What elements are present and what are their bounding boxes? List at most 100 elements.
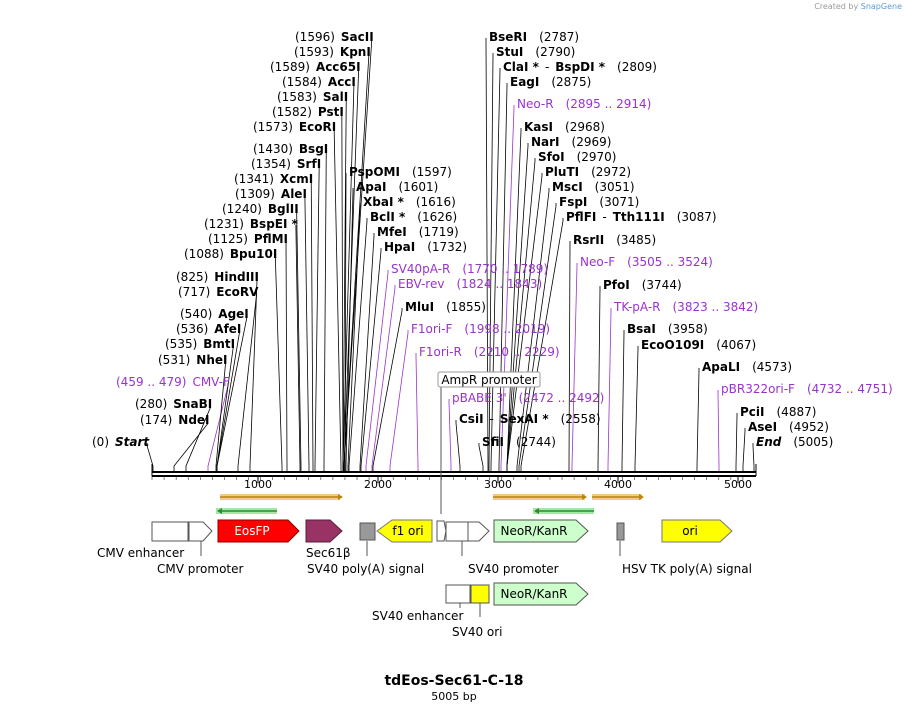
site-name: FspI — [559, 195, 587, 209]
plasmid-length: 5005 bp — [431, 690, 477, 703]
site-position: (2790) — [535, 45, 575, 59]
sv40-promoter-feature — [467, 521, 490, 542]
site-leader — [304, 195, 310, 471]
ori-label: ori — [682, 524, 698, 538]
site-position: (535) — [165, 337, 197, 351]
site-name: AseI — [748, 420, 777, 434]
ampr-promoter-feature: AmpR promoter — [436, 371, 541, 542]
site-label-f1orif: F1ori-F(1998 .. 2019) — [411, 322, 550, 336]
f1-ori-label: f1 ori — [392, 524, 423, 538]
site-name: BclI * — [370, 210, 406, 224]
site-label-agei: (540)AgeI — [180, 307, 249, 321]
site-leader — [478, 443, 484, 471]
site-leader — [323, 150, 327, 471]
site-name: PflMI — [254, 232, 288, 246]
site-leader-lines — [146, 38, 755, 471]
site-leader — [485, 38, 489, 471]
site-leader — [518, 203, 557, 471]
site-position: (1583) — [277, 90, 317, 104]
site-position: (1125) — [208, 232, 248, 246]
site-label-csii: CsiI-SexAI *(2558) — [459, 412, 601, 426]
site-dash: - — [490, 412, 494, 426]
site-position: (1341) — [234, 172, 274, 186]
site-dash: - — [602, 210, 606, 224]
site-label-eagi: EagI(2875) — [510, 75, 591, 89]
site-label-srfi: (1354)SrfI — [251, 157, 321, 171]
site-position: (1626) — [417, 210, 457, 224]
site-name: SV40pA-R — [391, 262, 450, 276]
site-position: (3071) — [599, 195, 639, 209]
site-position: (1593) — [294, 45, 334, 59]
sv40-polya-feature — [359, 522, 376, 541]
site-label-pcii: PciI(4887) — [740, 405, 816, 419]
ori-feature — [661, 519, 733, 543]
site-position: (4573) — [752, 360, 792, 374]
site-leader — [185, 405, 211, 471]
site-position: (825) — [176, 270, 208, 284]
sv40-enhancer-feature — [445, 584, 471, 604]
site-label-kpni: (1593)KpnI — [294, 45, 371, 59]
site-name: BsaI — [627, 322, 656, 336]
site-position: (2968) — [565, 120, 605, 134]
site-label-neof: Neo-F(3505 .. 3524) — [580, 255, 713, 269]
sv40-polya-label: SV40 poly(A) signal — [307, 562, 424, 576]
site-leader — [498, 83, 508, 471]
site-name: NarI — [531, 135, 560, 149]
site-position: (1584) — [282, 75, 322, 89]
site-name: BmtI — [203, 337, 235, 351]
site-name: Start — [115, 435, 150, 449]
site-name: NheI — [196, 353, 227, 367]
site-label-cmvf: (459 .. 479)CMV-F — [116, 375, 230, 389]
site-name: BspEI * — [250, 217, 299, 231]
site-label-sfoi: SfoI(2970) — [538, 150, 616, 164]
site-label-bpu10i: (1088)Bpu10I — [184, 247, 277, 261]
sv40-ori-feature-a — [445, 521, 469, 542]
site-name: EagI — [510, 75, 539, 89]
site-position: (717) — [178, 285, 210, 299]
site-leader — [488, 53, 494, 471]
site-label-xcmi: (1341)XcmI — [234, 172, 313, 186]
neor-kanr-feature — [493, 519, 589, 543]
feature-row: EosFP f1 ori NeoR/KanR ori — [151, 519, 733, 543]
snapgene-brand: Created by SnapGene — [814, 2, 902, 11]
site-leader — [365, 270, 389, 471]
site-position: (4067) — [716, 338, 756, 352]
site-position: (3744) — [642, 278, 682, 292]
site-leader — [371, 285, 396, 471]
site-position: (1616) — [416, 195, 456, 209]
site-name-2: BspDI * — [555, 60, 605, 74]
site-leader — [249, 278, 258, 471]
sv40-ori-feature — [470, 584, 490, 604]
site-leader — [310, 180, 314, 471]
site-position: (1231) — [204, 217, 244, 231]
site-name: ClaI * — [503, 60, 540, 74]
site-position: (1596) — [295, 30, 335, 44]
site-leader — [274, 255, 283, 471]
site-position: (1597) — [412, 165, 452, 179]
site-leader — [621, 330, 625, 471]
site-position: (1719) — [419, 225, 459, 239]
site-name: ApaLI — [702, 360, 740, 374]
cmv-promoter-feature — [188, 521, 213, 542]
site-label-kasi: KasI(2968) — [524, 120, 605, 134]
site-label-pluti: PluTI(2972) — [545, 165, 631, 179]
neor-kanr-label: NeoR/KanR — [500, 524, 567, 538]
site-position: (0) — [92, 435, 109, 449]
site-label-bseri: BseRI(2787) — [489, 30, 579, 44]
site-name: PflFI — [566, 210, 596, 224]
site-position: (1582) — [272, 105, 312, 119]
site-position: (2969) — [572, 135, 612, 149]
neor-kanr-feature-2 — [493, 582, 589, 606]
site-name: SnaBI — [173, 397, 212, 411]
site-name: MluI — [405, 300, 434, 314]
site-position: (3087) — [677, 210, 717, 224]
feature-row-2: NeoR/KanR — [445, 582, 589, 606]
site-leader — [345, 188, 354, 471]
site-leader — [314, 165, 320, 471]
site-name: TK-pA-R — [613, 300, 661, 314]
site-leader — [696, 368, 700, 471]
site-position: (1824 .. 1843) — [456, 277, 542, 291]
site-name: F1ori-F — [411, 322, 452, 336]
site-name: AleI — [281, 187, 307, 201]
